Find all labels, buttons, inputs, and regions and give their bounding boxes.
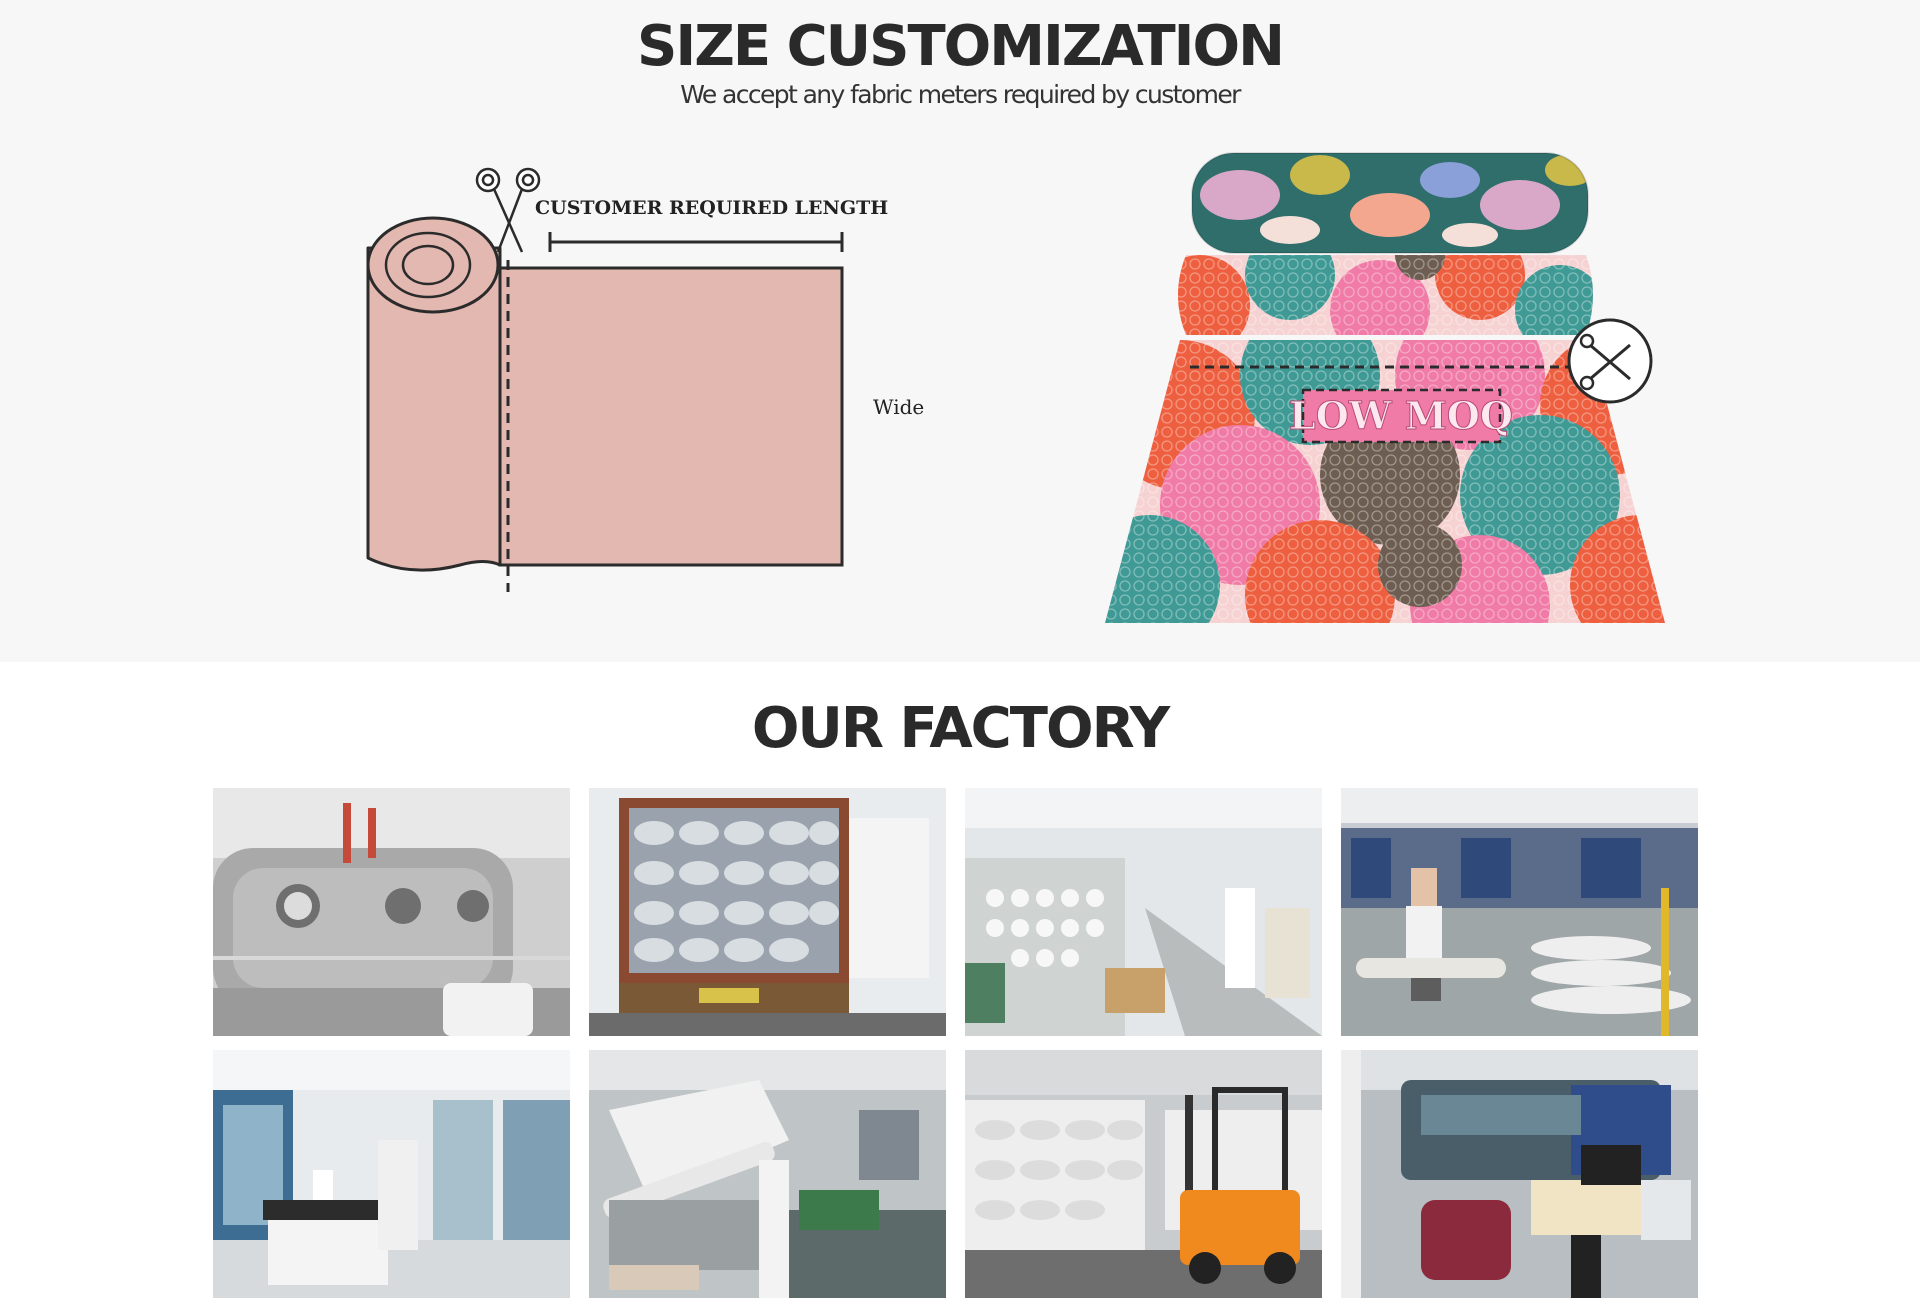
knitting-workshop-photo xyxy=(965,788,1322,1036)
length-label: CUSTOMER REQUIRED LENGTH xyxy=(535,197,888,219)
our-factory-title: OUR FACTORY xyxy=(751,696,1170,761)
loaded-truck-photo xyxy=(589,788,946,1036)
forklift-warehouse-photo xyxy=(965,1050,1322,1298)
factory-photo-grid xyxy=(213,788,1698,1298)
laboratory-photo xyxy=(213,1050,570,1298)
fabric-inspection-photo xyxy=(589,1050,946,1298)
low-moq-badge: LOW MOQ xyxy=(1289,393,1513,438)
size-customization-title: SIZE CUSTOMIZATION xyxy=(637,14,1285,79)
scissors-circle-icon xyxy=(1567,318,1653,404)
printed-fabric-roll-image: LOW MOQ xyxy=(1105,152,1665,623)
fabric-warehouse-photo xyxy=(1341,788,1698,1036)
width-label: Wide xyxy=(873,395,924,419)
dyeing-machines-photo xyxy=(213,788,570,1036)
size-customization-subtitle: We accept any fabric meters required by … xyxy=(680,80,1241,109)
scissors-icon xyxy=(475,167,541,253)
size-customization-section: SIZE CUSTOMIZATION We accept any fabric … xyxy=(366,14,1665,623)
digital-printer-photo xyxy=(1341,1050,1698,1298)
fabric-length-diagram: CUSTOMER REQUIRED LENGTH Wide xyxy=(366,167,924,592)
